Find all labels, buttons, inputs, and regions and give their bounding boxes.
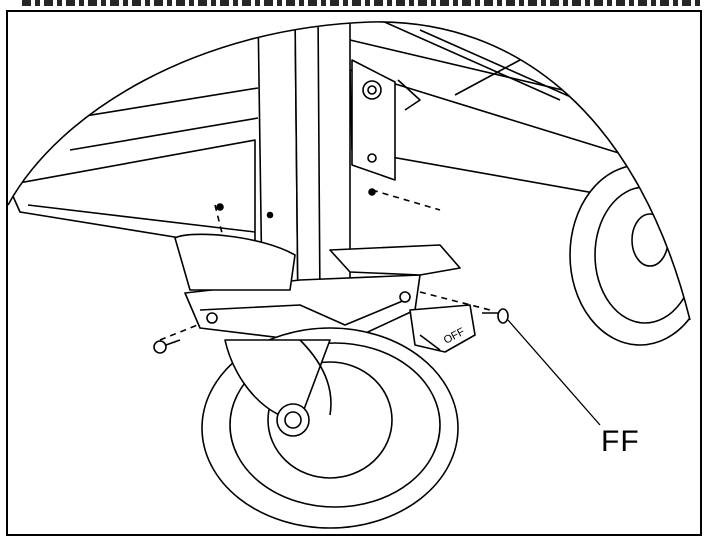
side-frame-rail [8,87,259,251]
front-caster-wheel [201,327,459,529]
cross-rail [349,21,690,211]
detail-view-outline [7,21,691,321]
left-screw [153,339,181,354]
vertical-post [257,21,351,311]
cropped-caption-text [0,0,710,12]
mounting-bracket [351,59,421,181]
brake-lever [409,304,476,353]
callout-label: FF [601,425,640,458]
callout-leader-line [507,319,601,426]
swivel-plate [174,233,461,346]
ff-screw [482,308,509,324]
